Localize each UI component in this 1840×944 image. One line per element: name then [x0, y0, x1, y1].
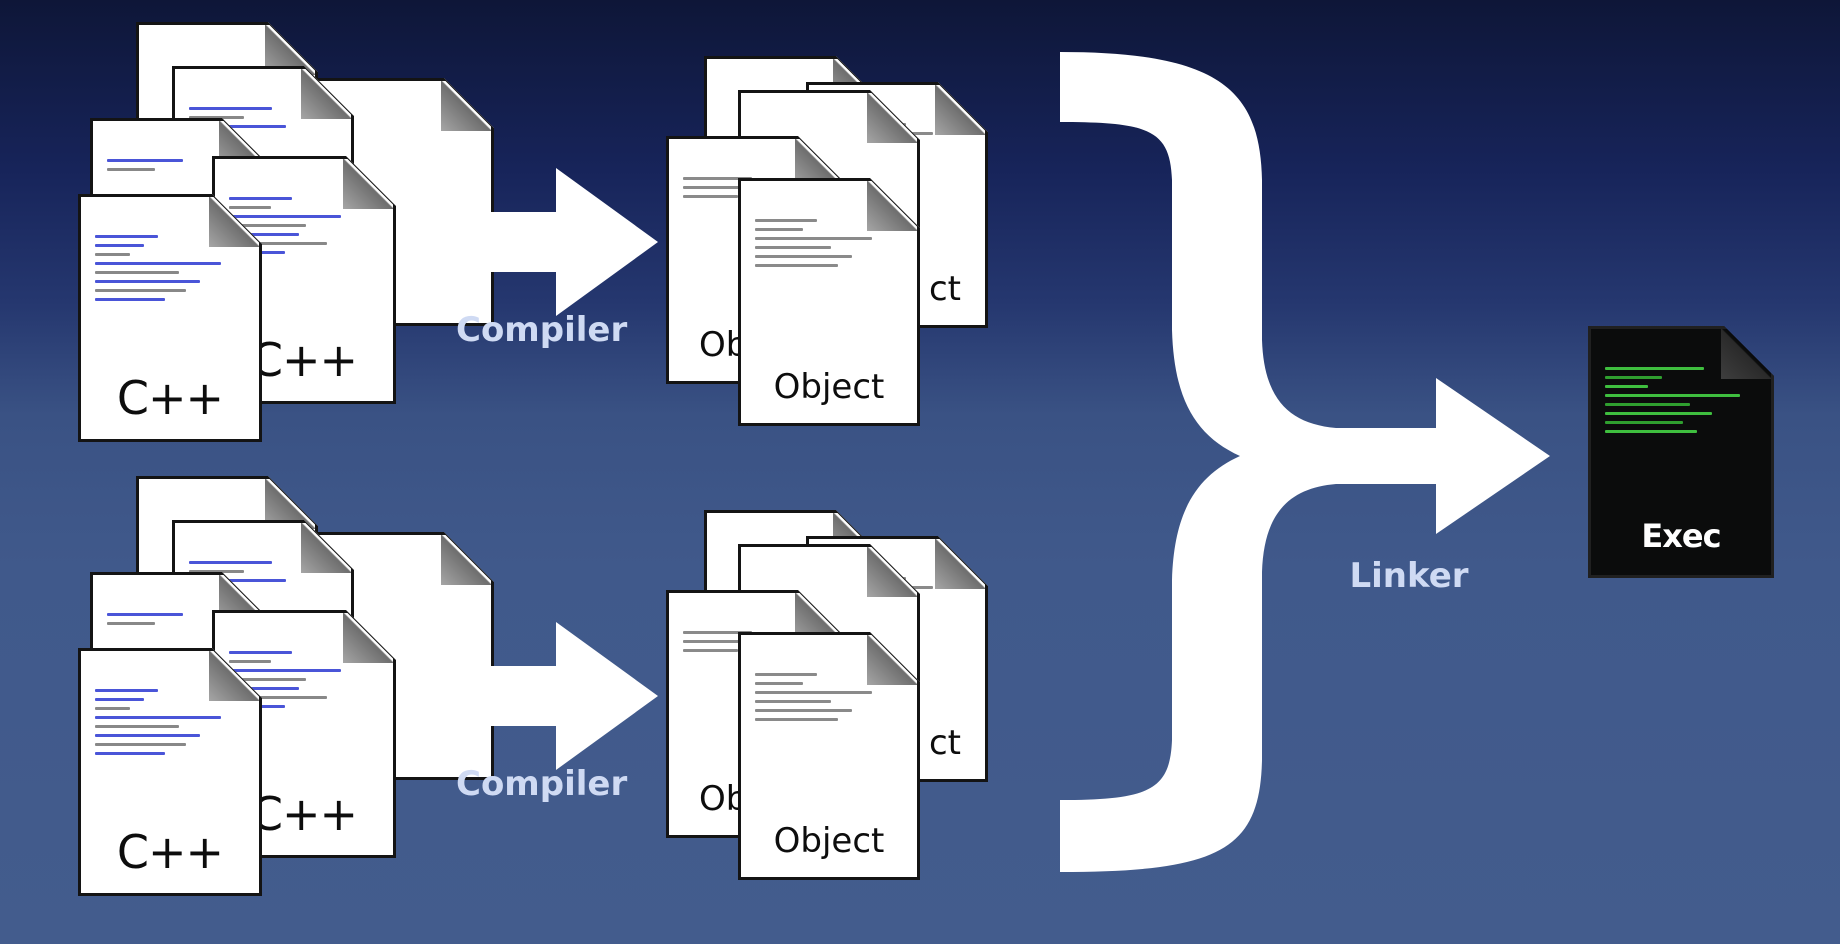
source-file-label: C++: [116, 825, 224, 879]
arrow-right-icon: [1300, 378, 1550, 534]
compiler-label: Compiler: [456, 764, 628, 804]
exec-label: Exec: [1641, 517, 1721, 555]
source-file-label: C++: [250, 333, 358, 387]
source-file-label: C++: [116, 371, 224, 425]
arrow-right-icon: [444, 622, 658, 770]
compiler-label: Compiler: [456, 310, 628, 350]
object-file-label: Object: [773, 821, 885, 861]
curly-brace-icon: [1060, 52, 1336, 872]
object-file-label: Object: [773, 367, 885, 407]
object-file: Object: [738, 178, 920, 426]
executable-icon: Exec: [1588, 326, 1774, 578]
arrow-right-icon: [444, 168, 658, 316]
source-file-cpp: C++: [78, 648, 262, 896]
object-file-label-partial: ct: [928, 269, 961, 309]
source-file-cpp: C++: [78, 194, 262, 442]
object-file-label-partial: ct: [928, 723, 961, 763]
object-file: Object: [738, 632, 920, 880]
linker-label: Linker: [1349, 556, 1469, 596]
source-file-label: C++: [250, 787, 358, 841]
